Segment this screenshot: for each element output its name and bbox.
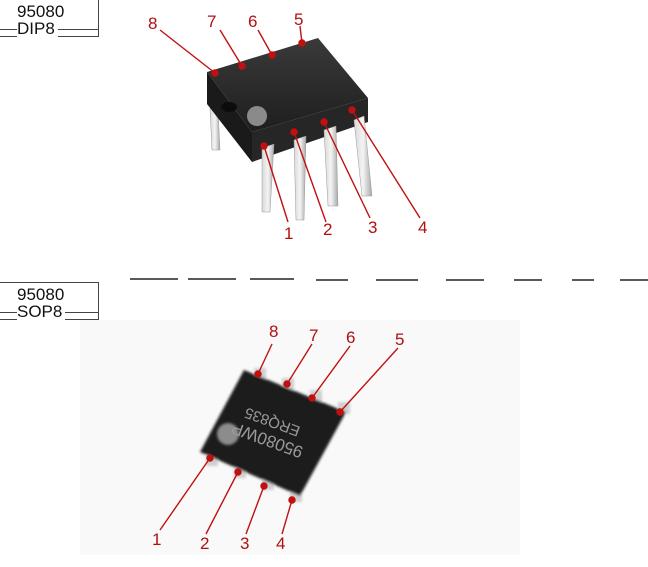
sop-pin-7-label: 7 [309, 326, 319, 345]
sop-pin-3-label: 3 [240, 534, 250, 553]
dip-front-pins [261, 115, 373, 221]
dip-pin-4-label: 4 [418, 218, 428, 237]
dip-body-side [252, 98, 368, 162]
dip-pin-7-label: 7 [207, 12, 217, 31]
sop-pin-2-label: 2 [200, 534, 210, 553]
dip-package-name: DIP8 [17, 19, 58, 39]
sop8-chip: 95080WP ERQ835 [80, 320, 520, 555]
dip-pin-1-label: 1 [284, 224, 294, 243]
sop-part-number: 95080 [17, 285, 65, 304]
dip-part-number: 95080 [17, 2, 65, 21]
sop-package-name: SOP8 [17, 302, 66, 322]
dip-pin-6-label: 6 [248, 12, 258, 31]
sop-pin-5-label: 5 [395, 330, 405, 349]
dip-leader-lines [159, 25, 421, 223]
dip-body-front [207, 72, 252, 162]
dip-label-box: 95080 DIP8 [0, 0, 99, 39]
sop-pin-6-label: 6 [346, 328, 356, 347]
dip-pin-5-label: 5 [294, 10, 304, 29]
dip-pin-8-label: 8 [148, 14, 158, 33]
sop-leader-lines [159, 343, 399, 535]
dip8-chip [207, 38, 373, 221]
dip-pin-3-label: 3 [368, 218, 378, 237]
sop-pin-4-label: 4 [276, 534, 286, 553]
sop-pin-1-label: 1 [152, 530, 162, 549]
dip-body-top [207, 38, 368, 132]
separator-dashes [130, 278, 648, 281]
dip-pin-2-label: 2 [323, 220, 333, 239]
sop-label-box: 95080 SOP8 [0, 282, 99, 322]
sop-pin-8-label: 8 [269, 322, 279, 341]
